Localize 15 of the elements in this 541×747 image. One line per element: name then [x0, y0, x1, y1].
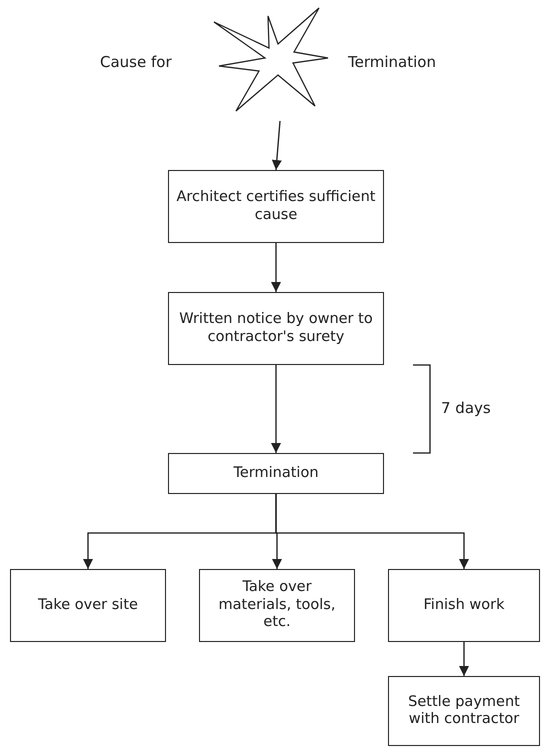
duration-label: 7 days: [441, 399, 491, 417]
process-box: Settle payment with contractor: [388, 676, 540, 746]
arrow: [272, 120, 282, 170]
arrow: [275, 494, 469, 569]
process-box: Take over materials, tools, etc.: [199, 569, 355, 642]
process-box: Take over site: [10, 569, 166, 642]
node-label: Cause for: [100, 52, 172, 70]
arrow: [271, 243, 281, 292]
arrow: [271, 365, 281, 453]
process-box: Written notice by owner to contractor's surety: [168, 292, 384, 365]
process-box: Finish work: [388, 569, 540, 642]
node-label: Termination: [348, 52, 436, 70]
process-box: Termination: [168, 453, 384, 494]
arrow: [459, 642, 469, 676]
process-box: Architect certifies sufficient cause: [168, 170, 384, 243]
